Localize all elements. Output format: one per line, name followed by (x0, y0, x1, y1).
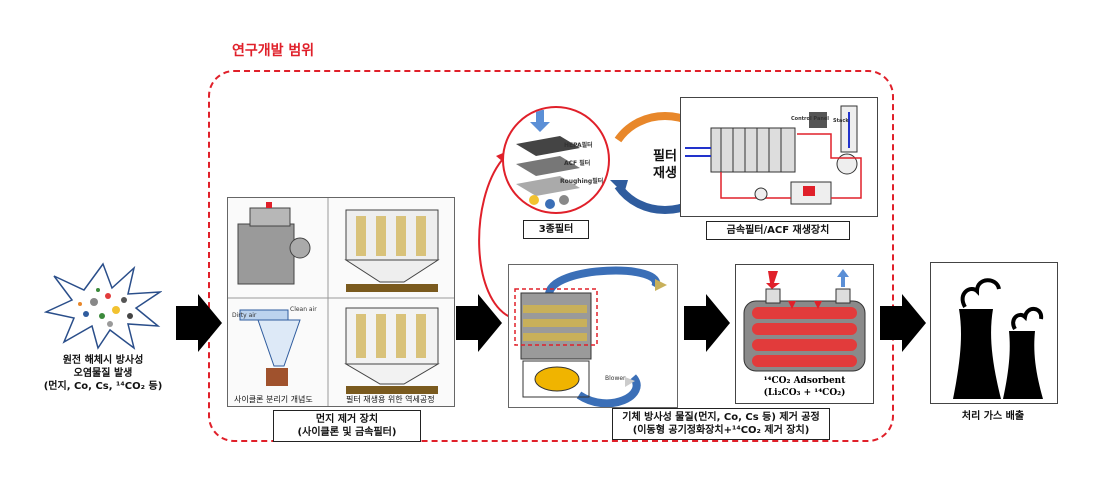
adsorbent-caption: ¹⁴CO₂ Adsorbent (Li₂CO₃ + ¹⁴CO₂) (736, 375, 873, 399)
filter-layer-roughing: Roughing필터 (560, 178, 604, 185)
regen-unit-panel: Control Panel Stack (680, 97, 878, 217)
exhaust-label: 처리 가스 배출 (961, 411, 1025, 422)
regen-cycle-text: 필터 재생 (630, 148, 700, 182)
filter-layer-acf: ACF 필터 (564, 160, 591, 167)
dust-unit-label: 먼지 제거 장치 (사이클론 및 금속필터) (273, 410, 421, 442)
dust-unit-panel: Dirty air Clean air 사이클론 분리기 개념도 필터 재생용 … (227, 197, 455, 407)
three-filter-figure: HEPA필터 ACF 필터 Roughing필터 (502, 106, 610, 214)
research-scope-boundary (208, 70, 894, 442)
dust-unit-illustration (228, 198, 454, 406)
source-line-1: 원전 해체시 방사성 (62, 355, 144, 366)
red-branch-arrow (478, 159, 513, 319)
regen-tag-control-panel: Control Panel (791, 116, 829, 122)
regen-cycle-line-2: 재생 (653, 166, 677, 181)
adsorbent-line-2: (Li₂CO₃ + ¹⁴CO₂) (763, 388, 846, 398)
filter-layer-hepa: HEPA필터 (564, 142, 593, 149)
dust-unit-title: 먼지 제거 장치 (315, 414, 379, 425)
source-line-2: 오염물질 발생 (73, 368, 133, 379)
exhaust-panel (930, 262, 1058, 404)
gas-unit-illustration (514, 266, 667, 408)
adsorbent-illustration (743, 269, 866, 372)
flow-arrow-1 (176, 294, 222, 352)
three-filter-label: 3종필터 (523, 220, 589, 239)
source-label: 원전 해체시 방사성 오염물질 발생 (먼지, Co, Cs, ¹⁴CO₂ 등) (30, 354, 176, 393)
contamination-burst (44, 262, 162, 350)
gas-unit-tag-blower: Blower (605, 375, 626, 382)
adsorbent-panel: ¹⁴CO₂ Adsorbent (Li₂CO₃ + ¹⁴CO₂) (735, 264, 874, 404)
regen-unit-schematic (685, 105, 862, 205)
flow-arrow-3 (684, 294, 730, 352)
power-plant-icon (953, 278, 1044, 399)
cyclone-tag-clean: Clean air (290, 306, 317, 313)
research-scope-title: 연구개발 범위 (232, 43, 315, 59)
gas-unit-label: 기체 방사성 물질(먼지, Co, Cs 등) 제거 공정 (이동형 공기정화장… (612, 408, 830, 440)
source-line-3: (먼지, Co, Cs, ¹⁴CO₂ 등) (43, 381, 163, 392)
cyclone-caption: 사이클론 분리기 개념도 (234, 395, 313, 404)
flow-arrow-2 (456, 294, 502, 352)
backwash-caption: 필터 재생용 위한 역세공정 (346, 395, 435, 404)
flow-arrow-4 (880, 294, 926, 352)
regen-cycle-line-1: 필터 (653, 149, 677, 164)
three-filter-illustration (516, 110, 580, 209)
regen-unit-label: 금속필터/ACF 재생장치 (706, 221, 850, 240)
adsorbent-line-1: ¹⁴CO₂ Adsorbent (763, 376, 846, 386)
dust-unit-subtitle: (사이클론 및 금속필터) (297, 427, 397, 438)
cyclone-tag-dirty: Dirty air (232, 312, 257, 319)
gas-unit-subtitle: (이동형 공기정화장치+¹⁴CO₂ 제거 장치) (632, 425, 810, 436)
gas-unit-panel: Blower (508, 264, 678, 408)
regen-tag-stack: Stack (833, 118, 849, 124)
gas-unit-title: 기체 방사성 물질(먼지, Co, Cs 등) 제거 공정 (622, 412, 820, 423)
